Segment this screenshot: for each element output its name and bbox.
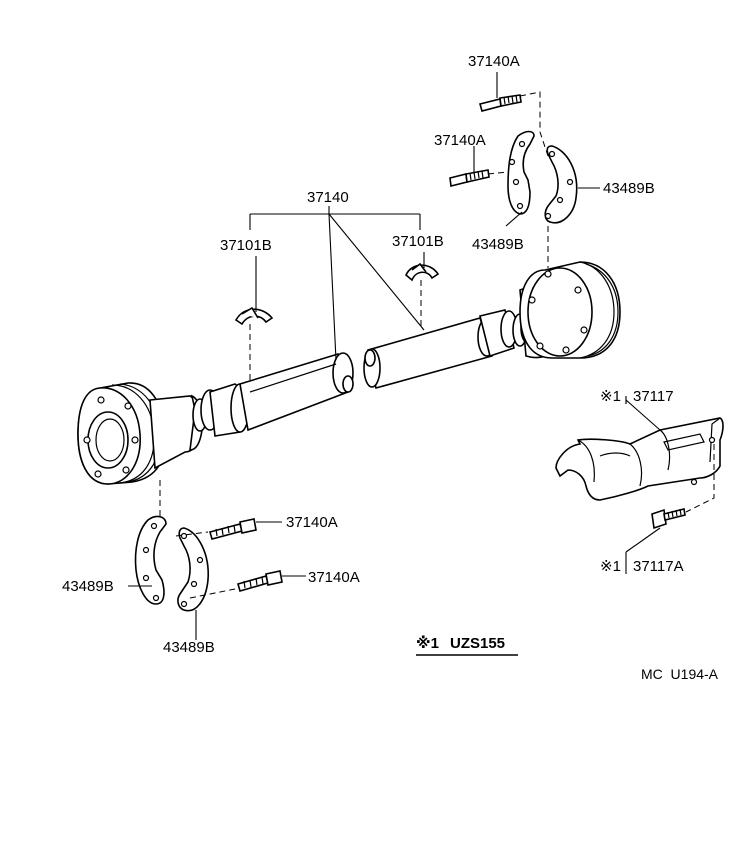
bolt-bottom-upper bbox=[209, 518, 257, 540]
label-washer-bottom-left: 43489B bbox=[62, 578, 114, 595]
model-note-text: UZS155 bbox=[450, 635, 505, 652]
cover-bolt bbox=[651, 508, 686, 530]
leader-lines bbox=[128, 72, 661, 640]
label-cover-bolt: ※1 37117A bbox=[600, 558, 684, 575]
part-labels: 37140A 37140A 43489B 43489B 37140 37101B… bbox=[62, 53, 684, 656]
shaft-cover bbox=[555, 417, 724, 501]
shaft-left-section bbox=[209, 352, 354, 437]
label-washer-top-right: 43489B bbox=[603, 180, 655, 197]
label-washer-bottom-right: 43489B bbox=[163, 639, 215, 656]
bolt-top-upper bbox=[479, 94, 522, 112]
label-bolt-top-lower: 37140A bbox=[434, 132, 486, 149]
right-flange bbox=[519, 261, 621, 359]
bolt-bottom-lower bbox=[237, 570, 283, 592]
label-shaft-assy: 37140 bbox=[307, 189, 349, 206]
marker-cover: ※1 bbox=[600, 388, 621, 405]
label-bolt-top-upper: 37140A bbox=[468, 53, 520, 70]
center-bearing-right bbox=[405, 262, 440, 282]
washer-top-right bbox=[544, 145, 578, 224]
alignment-dashes bbox=[159, 91, 715, 599]
label-bearing-left: 37101B bbox=[220, 237, 272, 254]
washer-top-left bbox=[507, 130, 535, 215]
figure-code: MC U194-A bbox=[641, 666, 719, 682]
label-cover-part: 37117 bbox=[633, 388, 674, 405]
label-washer-top-left: 43489B bbox=[472, 236, 524, 253]
model-note: ※1 UZS155 bbox=[416, 634, 518, 656]
shaft-right-section bbox=[363, 309, 536, 389]
model-note-marker: ※1 bbox=[416, 634, 439, 652]
marker-cover-bolt: ※1 bbox=[600, 558, 621, 575]
label-bolt-bottom-lower: 37140A bbox=[308, 569, 360, 586]
bolt-top-lower bbox=[449, 169, 490, 187]
label-cover: ※1 37117 bbox=[600, 388, 674, 405]
left-flange bbox=[77, 382, 220, 485]
washer-bottom-right bbox=[177, 527, 209, 612]
center-bearing-left bbox=[234, 306, 274, 326]
label-bearing-right: 37101B bbox=[392, 233, 444, 250]
label-cover-bolt-part: 37117A bbox=[633, 558, 684, 575]
washer-bottom-left bbox=[134, 515, 167, 605]
label-bolt-bottom-upper: 37140A bbox=[286, 514, 338, 531]
